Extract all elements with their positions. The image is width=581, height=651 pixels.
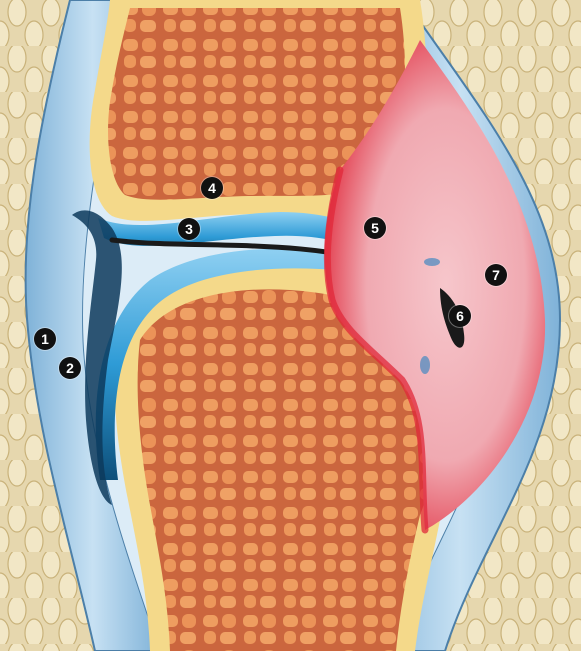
label-marker-6: 6 bbox=[449, 305, 471, 327]
label-marker-3: 3 bbox=[178, 218, 200, 240]
erosion-cyst-lower bbox=[420, 356, 430, 374]
label-marker-7: 7 bbox=[485, 264, 507, 286]
erosion-cyst-upper bbox=[424, 258, 440, 266]
label-marker-2: 2 bbox=[59, 357, 81, 379]
label-marker-5: 5 bbox=[364, 217, 386, 239]
label-marker-4: 4 bbox=[201, 177, 223, 199]
label-marker-1: 1 bbox=[34, 328, 56, 350]
